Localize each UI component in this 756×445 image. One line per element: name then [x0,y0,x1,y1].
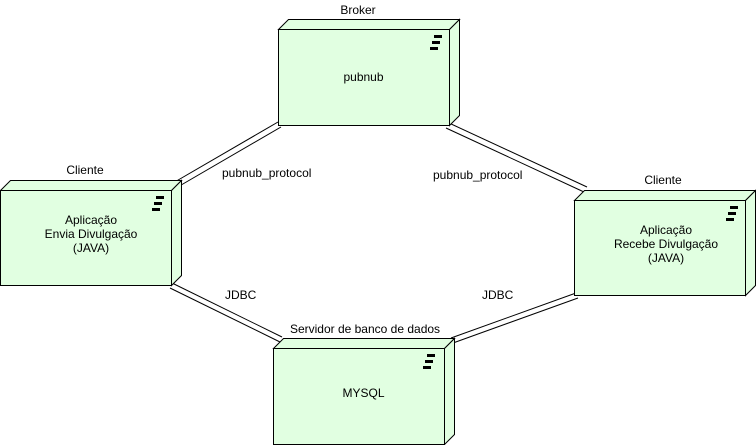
label-receive-db-jdbc: JDBC [482,288,514,302]
link-broker-send-a [172,121,279,184]
database-stereotype: Servidor de banco de dados [289,322,441,336]
broker-label: pubnub [343,70,384,84]
label-send-db-jdbc: JDBC [225,288,257,302]
client-receive-label: Aplicação Recebe Divulgação (JAVA) [613,223,719,265]
component-icon [423,354,435,370]
component-icon [726,206,738,222]
client-send-stereotype: Cliente [66,163,104,177]
link-receive-db-b [452,297,579,344]
link-send-db-b [169,287,281,343]
database-label: MYSQL [342,386,385,400]
component-icon [152,196,164,212]
link-broker-receive-b [445,127,585,193]
client-send-node-shape [0,179,183,287]
link-broker-send-b [175,126,282,189]
link-send-db-a [171,282,283,338]
label-broker-receive-protocol: pubnub_protocol [433,168,523,182]
broker-stereotype: Broker [340,3,376,17]
client-send-node[interactable]: Aplicação Envia Divulgação (JAVA) [0,179,183,287]
link-broker-receive-a [448,122,588,188]
label-broker-send-protocol: pubnub_protocol [222,166,312,180]
client-receive-stereotype: Cliente [644,173,682,187]
database-node[interactable]: MYSQL [272,337,456,445]
broker-node-shape [277,18,461,127]
broker-node[interactable]: pubnub [277,18,462,127]
database-node-shape [272,337,456,445]
client-receive-node[interactable]: Aplicação Recebe Divulgação (JAVA) [573,189,756,297]
component-icon [430,35,442,51]
link-receive-db-a [450,292,577,339]
client-send-label: Aplicação Envia Divulgação (JAVA) [44,213,138,255]
